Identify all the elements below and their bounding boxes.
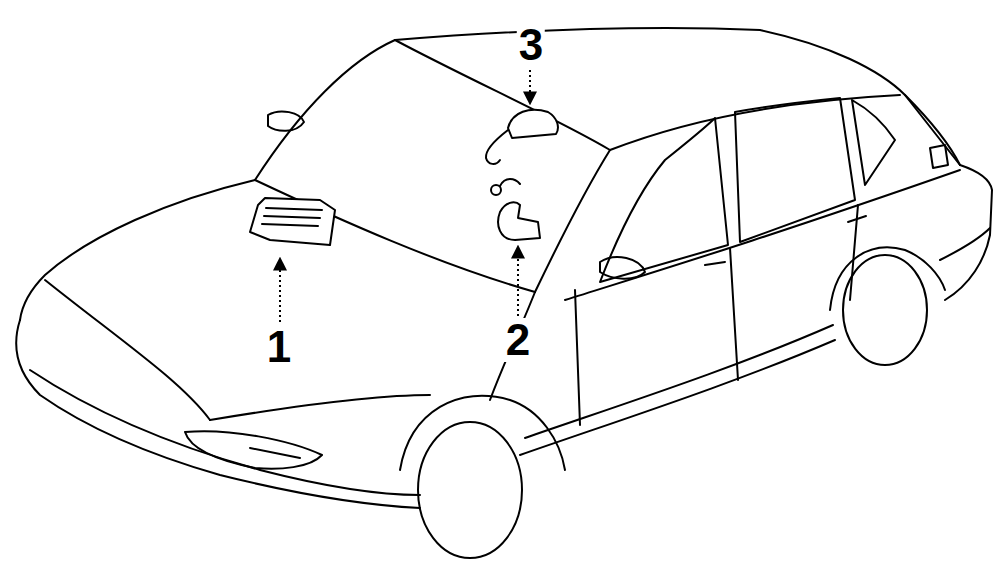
part-2-wire bbox=[500, 179, 520, 186]
hood-crease bbox=[45, 280, 210, 420]
rear-glass-edge bbox=[905, 95, 960, 165]
part-1-slots bbox=[262, 208, 322, 226]
rear-handle bbox=[848, 216, 866, 222]
rear-wheel bbox=[843, 255, 927, 365]
headlight-line bbox=[250, 448, 300, 458]
part-3 bbox=[508, 110, 558, 138]
fuel-door bbox=[930, 145, 948, 168]
front-handle bbox=[705, 262, 725, 265]
rear-window bbox=[735, 98, 855, 242]
fender-line bbox=[490, 292, 535, 400]
front-bumper bbox=[16, 320, 420, 508]
bumper-line bbox=[30, 370, 420, 495]
hood-front bbox=[210, 395, 430, 420]
left-mirror bbox=[268, 111, 304, 130]
a-pillar bbox=[535, 150, 610, 292]
leader-line bbox=[517, 246, 519, 316]
rocker-line bbox=[525, 325, 833, 438]
part-3-wire bbox=[486, 130, 508, 164]
leader-line bbox=[529, 70, 531, 104]
rear-bumper-line bbox=[940, 228, 990, 260]
right-mirror bbox=[600, 257, 645, 279]
leader-line bbox=[279, 258, 281, 322]
belt-line bbox=[565, 170, 960, 300]
part-1 bbox=[250, 198, 335, 245]
rear-arch bbox=[830, 248, 945, 311]
hood-edge bbox=[20, 180, 255, 320]
front-window bbox=[600, 118, 728, 282]
rocker bbox=[520, 340, 835, 455]
quarter-window bbox=[852, 100, 895, 185]
front-wheel bbox=[418, 422, 522, 558]
roof-outline bbox=[255, 28, 960, 180]
headlight bbox=[185, 431, 322, 468]
part-2 bbox=[498, 202, 540, 240]
door-b-line bbox=[730, 248, 738, 380]
door-front-edge bbox=[575, 290, 580, 425]
callout-number: 3 bbox=[517, 23, 545, 67]
callout-number: 1 bbox=[265, 325, 293, 369]
callout-number: 2 bbox=[504, 318, 532, 362]
